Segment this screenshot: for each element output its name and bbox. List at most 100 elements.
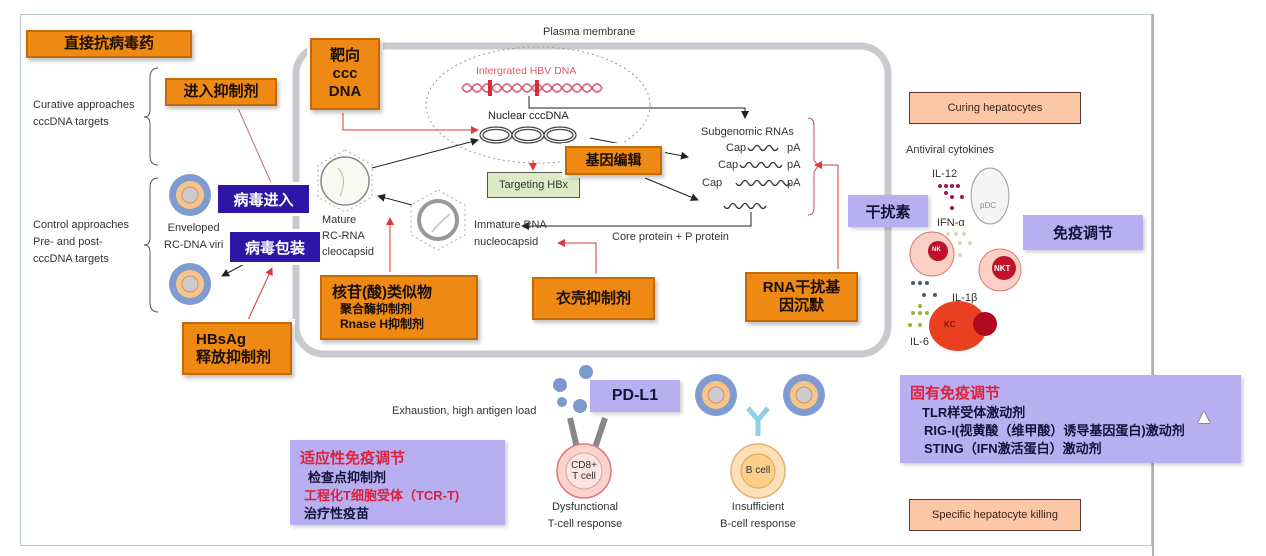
immune-modulation-label: 免疫调节 [1023, 215, 1143, 250]
label-line: cccDNA targets [33, 253, 109, 266]
nk-label: NK [932, 247, 941, 253]
il1b-label: IL-1β [952, 292, 978, 304]
exhaustion-label: Exhaustion, high antigen load [392, 405, 537, 417]
label-line: Immature RNA [474, 219, 547, 231]
interferon-label: 干扰素 [848, 195, 928, 227]
antiviral-cytokines-label: Antiviral cytokines [906, 144, 995, 156]
immature-nucleocapsid-label: Immature RNA nucleocapsid [474, 217, 547, 250]
figure-frame [20, 14, 1152, 546]
ifna-label: IFN-α [937, 217, 965, 229]
arrow-rna-to-immature [521, 212, 752, 230]
rnai-silencing-box: RNA干扰基因沉默 [745, 272, 858, 322]
cd8-t-cell-label: CD8+T cell [566, 460, 602, 482]
il12-dots [938, 184, 964, 210]
rna-pa-label: pA [787, 177, 801, 189]
label-line: DNA [328, 83, 362, 100]
arrow-packaging-to-virion [221, 261, 249, 277]
adaptive-item: 治疗性疫苗 [304, 506, 370, 522]
direct-antiviral-title: 直接抗病毒药 [26, 30, 192, 58]
innate-item: RIG-I(视黄酸（维甲酸）诱导基因蛋白)激动剂 [924, 423, 1185, 439]
label-line: Control approaches [33, 219, 130, 231]
label-line: T cell [572, 471, 596, 482]
label-line: HBsAg [196, 330, 247, 348]
arrow-target-cccdna [342, 110, 479, 134]
label-line: cleocapsid [322, 245, 374, 258]
innate-title: 固有免疫调节 [910, 385, 1001, 402]
rna-pa-label: pA [787, 142, 801, 154]
enveloped-virion [783, 374, 825, 416]
label-line: 因沉默 [778, 297, 824, 314]
label-line: Pre- and post- [33, 236, 103, 249]
label-line: cccDNA targets [33, 116, 109, 129]
label-line: RC-RNA [322, 229, 365, 242]
core-protein-label: Core protein + P protein [612, 231, 729, 243]
pd-l1-label: PD-L1 [590, 380, 680, 412]
adaptive-item: 检查点抑制剂 [308, 470, 387, 485]
rna-waves [723, 144, 791, 210]
divider-line [1152, 14, 1154, 556]
arrow-immature-to-mature [377, 193, 413, 206]
il1b-dots [911, 281, 937, 297]
rna-cap-label: Cap [726, 142, 747, 154]
enveloped-virion [169, 174, 211, 216]
label-line: Rnase H抑制剂 [340, 316, 425, 331]
b-cell-label: B cell [745, 465, 771, 476]
enveloped-virion [169, 263, 211, 305]
small-viruses [553, 365, 593, 413]
label-line: Dysfunctional [551, 501, 619, 513]
label-line: 聚合酶抑制剂 [340, 302, 413, 317]
virus-packaging-label: 病毒包装 [230, 232, 320, 262]
integration-mark [488, 80, 492, 96]
arrow-capsid [557, 239, 597, 276]
nucleus [425, 46, 651, 164]
il6-label: IL-6 [910, 336, 929, 348]
arrow-cccdna-to-rna2 [644, 177, 699, 202]
targeting-hbx-box: Targeting HBx [487, 172, 580, 198]
label-line: 靶向 [329, 47, 360, 64]
innate-immunity-box: 固有免疫调节 TLR样受体激动剂 RIG-I(视黄酸（维甲酸）诱导基因蛋白)激动… [900, 375, 1241, 463]
rna-cap-label: Cap [702, 177, 723, 189]
specific-hepatocyte-killing-box: Specific hepatocyte killing [909, 499, 1081, 531]
label-line: Insufficient [731, 501, 785, 513]
label-line: RNA干扰基 [762, 279, 841, 296]
arrow-hbsag [247, 267, 273, 321]
label-line: Mature [322, 214, 357, 226]
curing-hepatocytes-box: Curing hepatocytes [909, 92, 1081, 124]
plasma-membrane-label: Plasma membrane [543, 26, 636, 38]
pdc-cell [970, 167, 1010, 225]
label-line: 核苷(酸)类似物 [332, 284, 432, 302]
label-line: 释放抑制剂 [196, 348, 272, 366]
label-line: Enveloped [167, 222, 220, 234]
nuclear-cccdna-label: Nuclear cccDNA [488, 110, 569, 122]
enveloped-virion [695, 374, 737, 416]
arrow-entry-inhibitor [237, 107, 273, 186]
kc-cell [929, 301, 997, 351]
rna-pa-label: pA [787, 159, 801, 171]
ifna-dots [946, 232, 972, 257]
gene-editing-box: 基因编辑 [565, 146, 662, 175]
adaptive-immunity-box: 适应性免疫调节 检查点抑制剂 工程化T细胞受体（TCR-T) 治疗性疫苗 [290, 440, 505, 525]
arrow-integrated-to-rna [528, 96, 749, 119]
il6-dots [908, 304, 929, 327]
rna-brace [807, 117, 819, 216]
label-line: RC-DNA viri [164, 238, 224, 251]
label-line: CD8+ [571, 460, 597, 471]
nkt-cell [978, 248, 1022, 292]
label-line: B-cell response [720, 518, 796, 531]
rna-cap-label: Cap [718, 159, 739, 171]
capsid-inhibitor-box: 衣壳抑制剂 [532, 277, 655, 320]
il12-label: IL-12 [932, 168, 958, 180]
brace-control [143, 177, 159, 313]
label-line: T-cell response [547, 518, 623, 531]
label-line: nucleocapsid [474, 235, 539, 248]
subgenomic-rnas-label: Subgenomic RNAs [701, 126, 794, 138]
adaptive-item-highlight: 工程化T细胞受体（TCR-T) [304, 488, 460, 504]
